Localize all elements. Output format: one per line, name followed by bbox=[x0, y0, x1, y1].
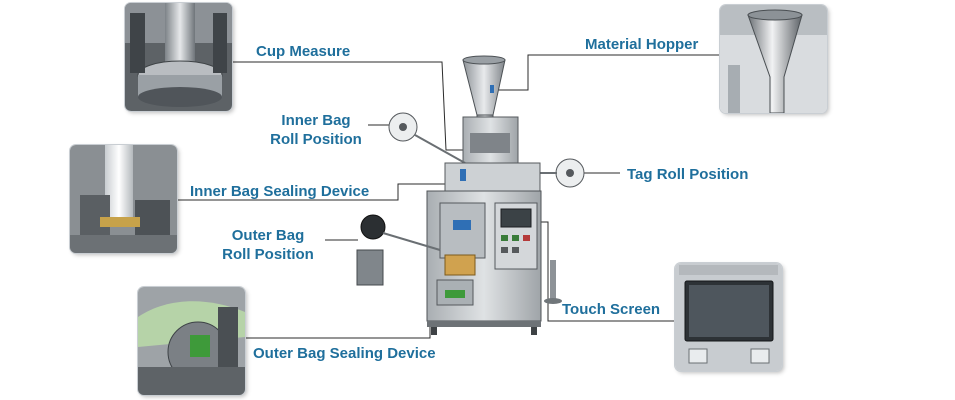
inner-bag-sealing-device-label: Inner Bag Sealing Device bbox=[190, 183, 370, 200]
inner-bag-roll-label-line1: Inner Bag bbox=[281, 112, 351, 129]
touch-screen-label: Touch Screen bbox=[562, 301, 661, 318]
inner-bag-sealing-image bbox=[70, 145, 177, 253]
packing-machine-illustration bbox=[356, 55, 585, 335]
touch-screen-photo bbox=[675, 263, 782, 371]
inner-bag-roll-label: Inner Bag Roll Position bbox=[262, 111, 370, 149]
cup-measure-image bbox=[125, 3, 232, 111]
touch-screen-image bbox=[675, 263, 782, 371]
inner-bag-sealing-photo bbox=[70, 145, 177, 253]
cup-measure-photo bbox=[125, 3, 232, 111]
outer-bag-roll-label-line1: Outer Bag bbox=[231, 227, 305, 244]
outer-bag-roll-label-line2: Roll Position bbox=[222, 246, 314, 263]
outer-bag-sealing-device-label: Outer Bag Sealing Device bbox=[253, 345, 436, 362]
outer-bag-sealing-image bbox=[138, 287, 245, 395]
material-hopper-image bbox=[720, 5, 827, 113]
material-hopper-label: Material Hopper bbox=[585, 36, 699, 53]
material-hopper-photo bbox=[720, 5, 827, 113]
cup-measure-label: Cup Measure bbox=[256, 43, 351, 60]
outer-bag-sealing-photo bbox=[138, 287, 245, 395]
inner-bag-roll-label-line2: Roll Position bbox=[270, 131, 362, 148]
tag-roll-position-label: Tag Roll Position bbox=[627, 166, 749, 183]
outer-bag-roll-label: Outer Bag Roll Position bbox=[214, 226, 322, 264]
